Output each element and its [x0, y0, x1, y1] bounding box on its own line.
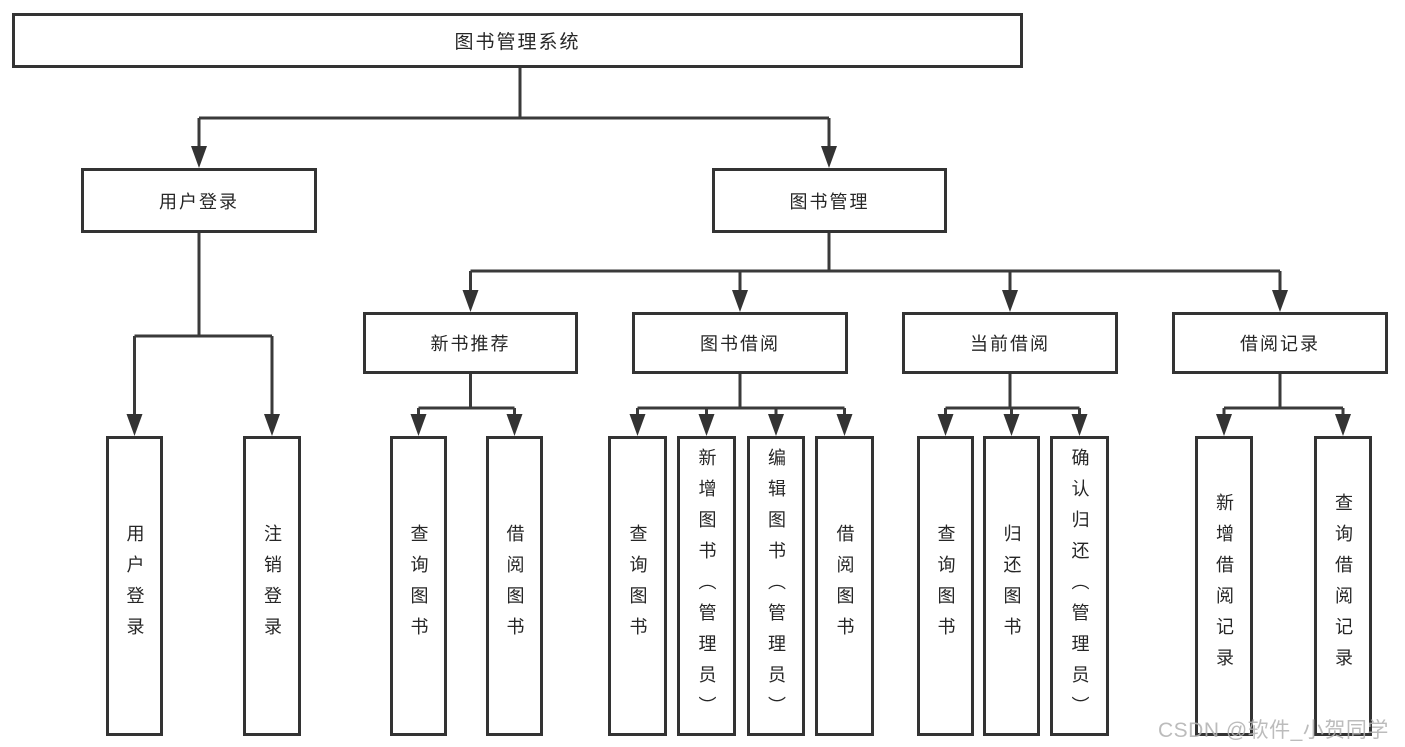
node-borrowing-records: 借阅记录: [1172, 312, 1388, 374]
leaf-query-books-borrowing-label: 查询图书: [627, 524, 648, 648]
leaf-query-books-recommend-label: 查询图书: [408, 524, 429, 648]
leaf-query-books-current: 查询图书: [917, 436, 974, 736]
leaf-user-login: 用户登录: [106, 436, 163, 736]
leaf-query-books-recommend: 查询图书: [390, 436, 447, 736]
leaf-return-books-label: 归还图书: [1001, 524, 1022, 648]
leaf-borrow-books-recommend: 借阅图书: [486, 436, 543, 736]
leaf-user-login-label: 用户登录: [124, 524, 145, 648]
node-current-borrowing: 当前借阅: [902, 312, 1118, 374]
leaf-confirm-return-admin-label: 确认归还（管理员）: [1069, 448, 1090, 727]
leaf-add-borrow-record: 新增借阅记录: [1195, 436, 1253, 736]
leaf-add-books-admin: 新增图书（管理员）: [677, 436, 736, 736]
leaf-borrow-books-borrowing-label: 借阅图书: [834, 524, 855, 648]
csdn-watermark: CSDN @软件_小贺同学: [1158, 719, 1389, 742]
node-library-management-system: 图书管理系统: [12, 13, 1023, 68]
leaf-return-books: 归还图书: [983, 436, 1040, 736]
leaf-query-books-borrowing: 查询图书: [608, 436, 667, 736]
node-book-borrowing: 图书借阅: [632, 312, 848, 374]
leaf-borrow-books-recommend-label: 借阅图书: [504, 524, 525, 648]
leaf-query-borrow-record: 查询借阅记录: [1314, 436, 1372, 736]
leaf-edit-books-admin-label: 编辑图书（管理员）: [766, 448, 786, 727]
leaf-query-books-current-label: 查询图书: [935, 524, 956, 648]
node-user-login: 用户登录: [81, 168, 317, 233]
leaf-query-borrow-record-label: 查询借阅记录: [1333, 493, 1353, 679]
node-book-management: 图书管理: [712, 168, 947, 233]
leaf-logout-login: 注销登录: [243, 436, 301, 736]
leaf-add-books-admin-label: 新增图书（管理员）: [696, 448, 717, 727]
leaf-borrow-books-borrowing: 借阅图书: [815, 436, 874, 736]
node-new-book-recommend: 新书推荐: [363, 312, 578, 374]
leaf-confirm-return-admin: 确认归还（管理员）: [1050, 436, 1109, 736]
leaf-edit-books-admin: 编辑图书（管理员）: [747, 436, 805, 736]
leaf-logout-login-label: 注销登录: [262, 524, 282, 648]
leaf-add-borrow-record-label: 新增借阅记录: [1214, 493, 1234, 679]
